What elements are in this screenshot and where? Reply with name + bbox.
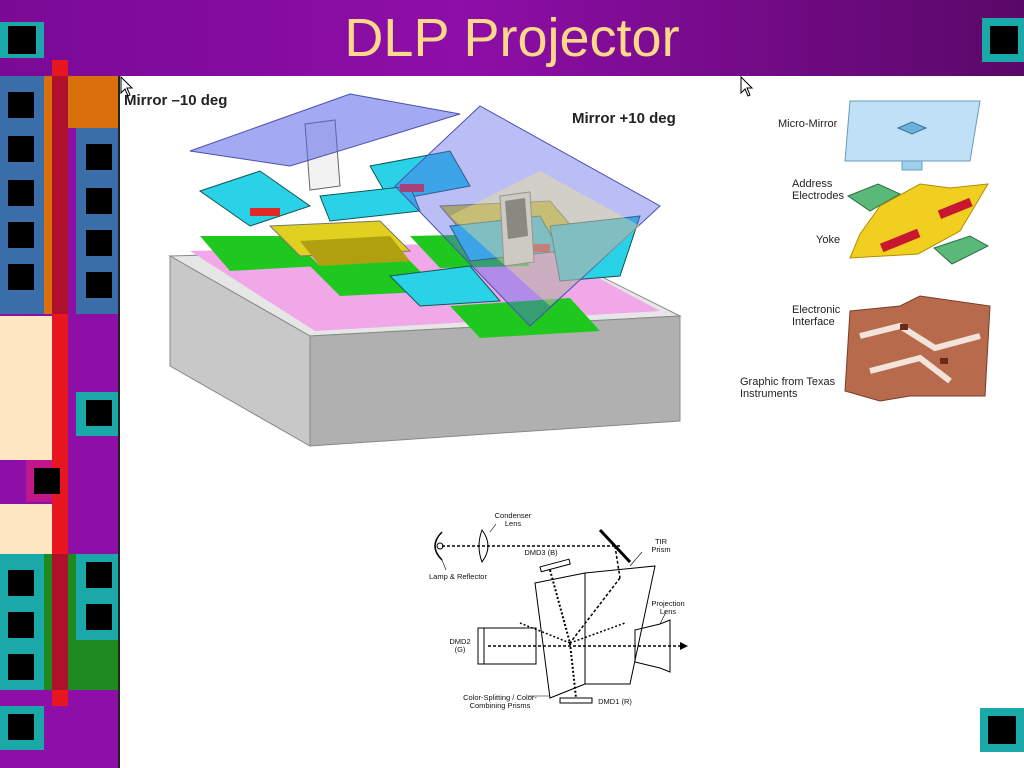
label-graphic-credit: Graphic from Texas Instruments [740, 376, 836, 400]
label-dmd1: DMD1 (R) [598, 697, 632, 706]
label-dmd2: DMD2 (G) [449, 637, 471, 654]
optical-path-diagram [434, 523, 688, 704]
label-condenser-lens: Condenser Lens [494, 511, 532, 528]
corner-square-top-right-inner [990, 26, 1018, 54]
label-address-electrodes: Address Electrodes [792, 178, 844, 202]
mouse-pointer-icon [740, 76, 754, 97]
label-projection-lens: Projection Lens [651, 599, 685, 616]
label-lamp-reflector: Lamp & Reflector [429, 572, 487, 581]
label-mirror-minus-10: Mirror –10 deg [124, 92, 228, 109]
label-dmd3: DMD3 (B) [524, 548, 558, 557]
mouse-pointer-icon [120, 76, 134, 97]
label-tir-prism: TIR Prism [651, 537, 671, 554]
corner-square-top-left-inner [8, 26, 36, 54]
corner-square-bottom-right-inner [988, 716, 1016, 744]
label-micro-mirror: Micro-Mirror [778, 118, 838, 130]
dmd-3d-illustration [168, 93, 682, 447]
left-decorative-sidebar [0, 60, 120, 768]
label-electronic-interface: Electronic Interface [792, 304, 841, 328]
label-yoke: Yoke [816, 234, 841, 246]
title-bar [0, 0, 1024, 76]
label-color-prisms: Color-Splitting / Color-Combining Prisms [463, 693, 537, 710]
dmd-layer-illustration [844, 100, 991, 402]
label-mirror-plus-10: Mirror +10 deg [572, 110, 676, 127]
slide-title: DLP Projector [344, 8, 680, 68]
